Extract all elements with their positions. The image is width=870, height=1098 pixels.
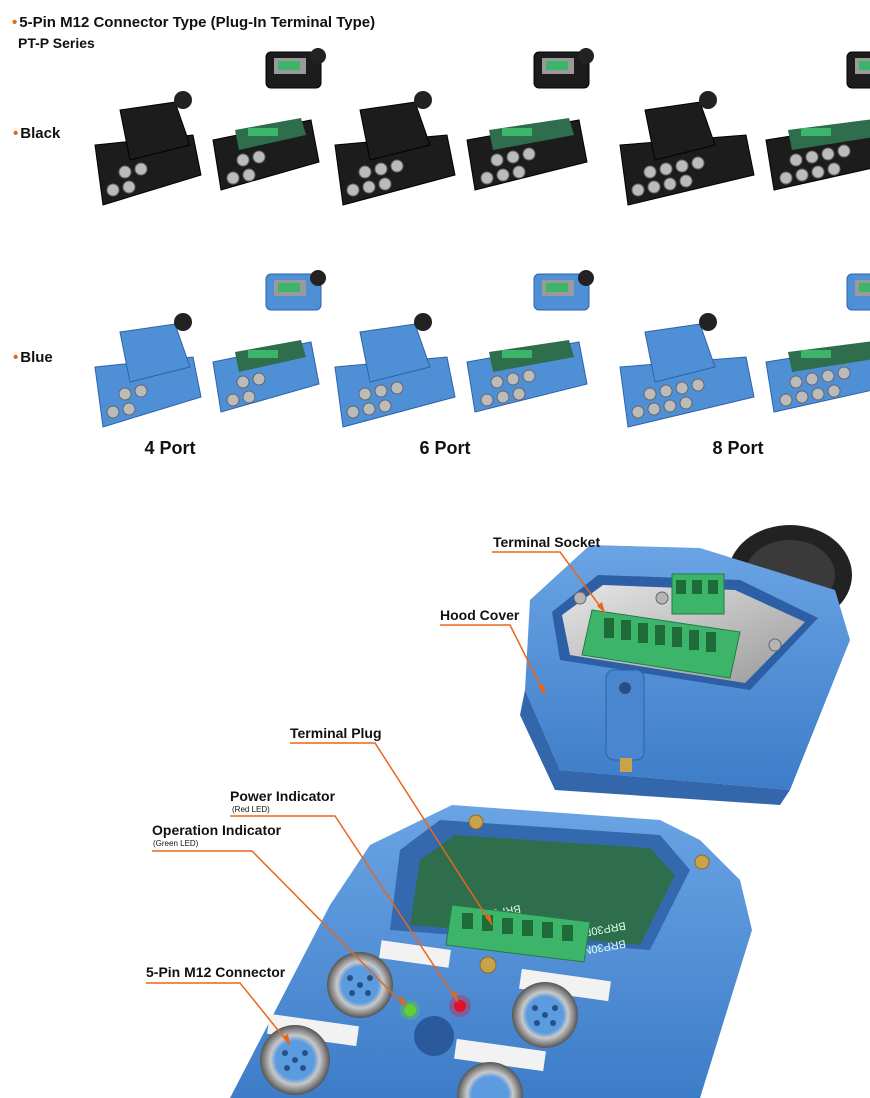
callout-line-hood-cover (440, 624, 546, 696)
bullet-icon: • (12, 14, 18, 31)
bullet-icon: • (13, 125, 19, 142)
bullet-icon: • (13, 349, 19, 366)
product-black-8 (619, 51, 870, 206)
callout-line-terminal-socket (492, 551, 606, 614)
callout-m12-connector: 5-Pin M12 Connector (146, 964, 286, 980)
terminal-socket (581, 573, 741, 679)
header-title-text: 5-Pin M12 Connector Type (Plug-In Termin… (19, 14, 376, 31)
callout-power-indicator-sub: (Red LED) (232, 805, 270, 814)
header-subtitle: PT-P Series (18, 35, 95, 51)
callout-terminal-plug: Terminal Plug (290, 725, 382, 741)
terminal-plug (445, 904, 591, 963)
product-black-6 (334, 48, 594, 206)
callout-line-power-indicator (230, 815, 459, 1003)
product-blue-4 (94, 270, 326, 428)
connector-base: BRP5313 BRP30P5 BRP30N5 (230, 805, 752, 1098)
header-title: •5-Pin M12 Connector Type (Plug-In Termi… (12, 14, 375, 31)
product-blue-6 (334, 270, 594, 428)
callout-line-operation-indicator (152, 850, 407, 1008)
port-label-8: 8 Port (712, 438, 764, 458)
callout-line-terminal-plug (290, 742, 493, 926)
row-label-black: •Black (13, 125, 60, 142)
port-label-6: 6 Port (419, 438, 471, 458)
power-led (454, 1000, 466, 1012)
callout-operation-indicator-sub: (Green LED) (153, 839, 199, 848)
hood-cover (520, 525, 852, 805)
callout-operation-indicator: Operation Indicator (152, 822, 282, 838)
callout-terminal-socket: Terminal Socket (493, 534, 601, 550)
operation-led (404, 1004, 416, 1016)
row-label-black-text: Black (20, 125, 61, 142)
row-label-blue: •Blue (13, 349, 53, 366)
product-black-4 (94, 48, 326, 206)
callout-hood-cover: Hood Cover (440, 607, 520, 623)
product-blue-8 (619, 273, 870, 428)
callout-line-m12-connector (146, 982, 291, 1046)
callout-power-indicator: Power Indicator (230, 788, 336, 804)
product-grid (94, 48, 870, 428)
row-label-blue-text: Blue (20, 349, 53, 366)
port-label-4: 4 Port (144, 438, 196, 458)
